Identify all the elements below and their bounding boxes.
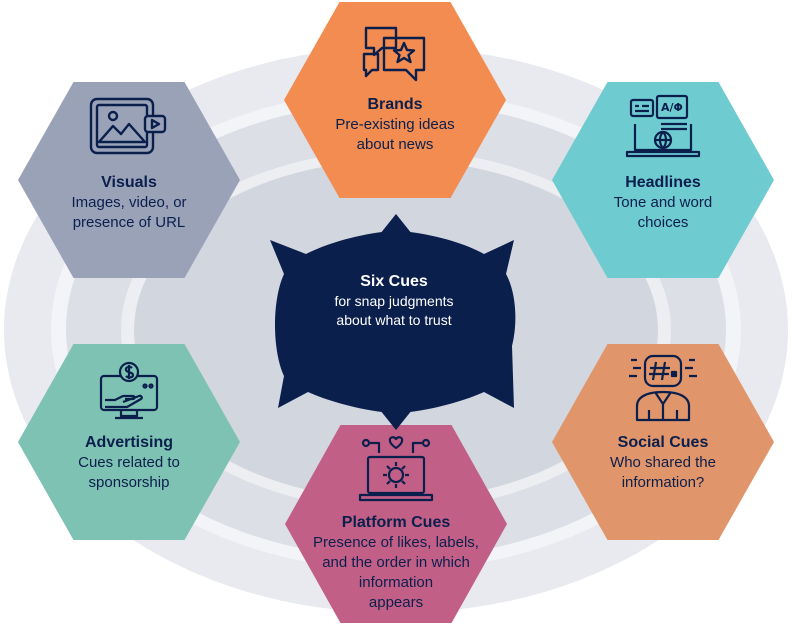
headlines-desc-line2: choices	[637, 214, 689, 231]
platform-desc-line3: information	[358, 574, 434, 591]
hex-advertising: Advertising Cues related to sponsorship	[18, 344, 240, 540]
headlines-desc-line1: Tone and word	[613, 194, 713, 211]
platform-title: Platform Cues	[341, 514, 451, 531]
visuals-desc-line1: Images, video, or	[71, 194, 187, 211]
platform-desc-line4: appears	[368, 594, 424, 611]
hand-dollar-icon	[99, 361, 159, 420]
hex-headlines: A/Φ Headlines Tone and word choices	[552, 82, 774, 278]
social-title: Social Cues	[617, 434, 709, 451]
center-subtitle-line1: for snap judgments	[334, 293, 454, 309]
laptop-translate-icon: A/Φ	[625, 94, 701, 158]
brands-desc-line2: about news	[356, 136, 434, 153]
center-subtitle-line2: about what to trust	[336, 312, 452, 328]
advertising-title: Advertising	[84, 434, 173, 451]
brands-desc-line1: Pre-existing ideas	[335, 116, 455, 133]
social-desc-line2: information?	[621, 474, 705, 491]
center-label: Six Cues for snap judgments about what t…	[296, 272, 492, 330]
image-video-icon	[89, 97, 167, 155]
advertising-desc-line2: sponsorship	[88, 474, 170, 491]
hex-platform-cues: Platform Cues Presence of likes, labels,…	[285, 425, 507, 623]
headlines-title: Headlines	[625, 174, 701, 191]
platform-desc-line2: and the order in which	[322, 554, 470, 571]
platform-desc-line1: Presence of likes, labels,	[313, 534, 479, 551]
hashtag-person-icon	[629, 354, 697, 422]
center-title: Six Cues	[360, 273, 428, 290]
hex-social-cues: Social Cues Who shared the information?	[552, 344, 774, 540]
advertising-desc-line1: Cues related to	[78, 454, 180, 471]
laptop-gear-icon	[358, 436, 434, 502]
visuals-desc-line2: presence of URL	[72, 214, 186, 231]
hex-brands: Brands Pre-existing ideas about news	[284, 2, 506, 198]
social-desc-line1: Who shared the	[610, 454, 716, 471]
brands-title: Brands	[367, 96, 423, 113]
visuals-title: Visuals	[101, 174, 157, 191]
svg-text:A/Φ: A/Φ	[661, 101, 683, 114]
chat-star-icon	[362, 26, 426, 82]
hex-visuals: Visuals Images, video, or presence of UR…	[18, 82, 240, 278]
